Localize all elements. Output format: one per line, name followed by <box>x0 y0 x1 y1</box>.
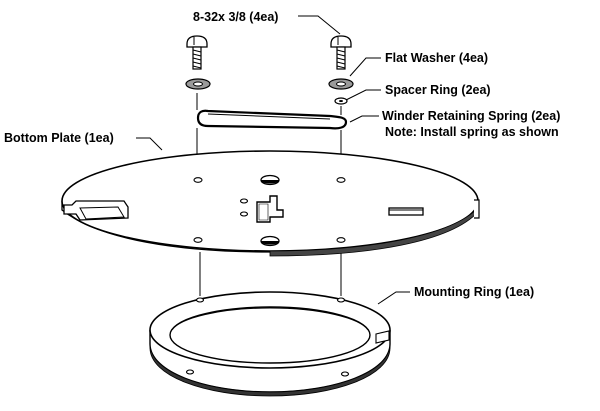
label-spacer-ring: Spacer Ring (2ea) <box>385 83 491 97</box>
leader-lines <box>136 15 410 305</box>
ring-hole-left <box>195 297 205 303</box>
label-spring-note: Note: Install spring as shown <box>385 125 559 139</box>
leader-washer <box>349 57 381 77</box>
label-screw: 8-32x 3/8 (4ea) <box>193 10 278 24</box>
leader-plate <box>136 137 163 151</box>
label-bottom-plate: Bottom Plate (1ea) <box>4 131 114 145</box>
plate-left-notch <box>63 200 129 221</box>
label-winder-retaining-spring: Winder Retaining Spring (2ea) <box>382 109 560 123</box>
screw-head <box>330 35 352 48</box>
plate-center-cutout <box>256 195 284 223</box>
spacer-ring <box>334 97 348 105</box>
leader-spacer <box>345 89 381 101</box>
flat-washer-right <box>328 78 354 90</box>
leader-ring <box>377 291 410 305</box>
plate-small-holes <box>193 177 346 243</box>
screw-left <box>186 35 208 70</box>
label-flat-washer: Flat Washer (4ea) <box>385 51 488 65</box>
screw-threads <box>336 49 346 69</box>
screw-right <box>330 35 352 70</box>
flat-washer-left <box>185 78 211 90</box>
plate-right-slot <box>388 207 424 216</box>
plate-large-hole-top <box>260 174 280 186</box>
plate-large-hole-bottom <box>260 235 280 247</box>
screw-head <box>186 35 208 48</box>
plate-right-tab <box>474 199 480 219</box>
ring-hole-bottom-left <box>185 369 195 375</box>
ring-hole-bottom-right <box>340 371 350 377</box>
ring-notch <box>375 330 390 344</box>
screw-threads <box>192 49 202 69</box>
mounting-ring <box>149 291 391 397</box>
bottom-plate <box>61 150 480 257</box>
label-mounting-ring: Mounting Ring (1ea) <box>414 285 534 299</box>
leader-spring <box>349 115 379 123</box>
leader-screw <box>298 15 341 35</box>
winder-retaining-spring <box>196 109 348 130</box>
ring-hole-right <box>336 297 346 303</box>
